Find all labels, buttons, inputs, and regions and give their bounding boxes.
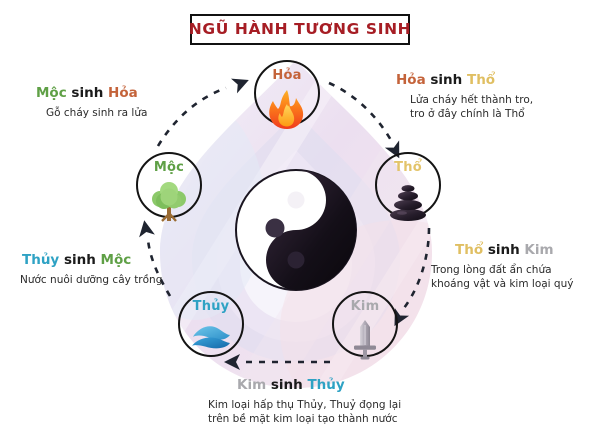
caption-body-line: Kim loại hấp thụ Thủy, Thuỷ đọng lại <box>208 398 402 411</box>
caption-tho-sinh-kim: Thổ sinh Kim Trong lòng đất ẩn chứa khoá… <box>431 242 573 291</box>
caption-heading: Kim sinh Thủy <box>237 377 401 394</box>
title-box: NGŨ HÀNH TƯƠNG SINH <box>188 14 412 45</box>
caption-body-line: Nước nuôi dưỡng cây trồng <box>20 273 163 286</box>
caption-heading: Thổ sinh Kim <box>455 242 573 259</box>
node-label-tho: Thổ <box>394 160 422 175</box>
caption-from-hoa: Hỏa <box>396 72 426 88</box>
arrowhead-thuy-to-moc <box>139 220 155 238</box>
water-wave-icon <box>192 326 230 349</box>
caption-heading: Mộc sinh Hỏa <box>36 85 147 102</box>
zen-stones-icon <box>390 185 426 221</box>
caption-thuy-sinh-moc: Thủy sinh Mộc Nước nuôi dưỡng cây trồng <box>20 252 162 287</box>
caption-from-tho: Thổ <box>455 242 484 258</box>
caption-body-line: Trong lòng đất ẩn chứa <box>431 263 552 276</box>
caption-kim-sinh-thuy: Kim sinh Thủy Kim loại hấp thụ Thủy, Thu… <box>208 377 401 426</box>
caption-connector: sinh <box>487 242 520 258</box>
caption-connector: sinh <box>430 72 463 88</box>
element-node-kim[interactable]: Kim <box>332 291 398 360</box>
page-title: NGŨ HÀNH TƯƠNG SINH <box>188 19 412 38</box>
caption-heading: Hỏa sinh Thổ <box>396 72 533 89</box>
caption-from-kim: Kim <box>237 377 267 393</box>
caption-connector: sinh <box>71 85 104 101</box>
caption-body-line: trên bề mặt kim loại tạo thành nước <box>208 412 398 425</box>
node-label-thuy: Thủy <box>192 299 230 314</box>
tree-icon <box>152 182 186 222</box>
arrow-thuy-to-moc-line <box>146 239 172 297</box>
arrow-hoa-to-tho-line <box>328 81 394 143</box>
node-label-kim: Kim <box>350 299 380 314</box>
arrowhead-kim-to-thuy <box>224 354 240 370</box>
element-node-thuy[interactable]: Thủy <box>178 291 244 357</box>
caption-heading: Thủy sinh Mộc <box>22 252 162 269</box>
caption-connector: sinh <box>270 377 303 393</box>
caption-connector: sinh <box>63 252 96 268</box>
caption-to-hoa: Hỏa <box>108 85 138 101</box>
caption-from-moc: Mộc <box>36 85 67 101</box>
caption-body-line: Gỗ cháy sinh ra lửa <box>46 106 148 119</box>
caption-to-moc: Mộc <box>100 252 132 268</box>
caption-body-line: khoáng vật và kim loại quý <box>431 277 574 290</box>
element-node-hoa[interactable]: Hỏa <box>254 60 320 129</box>
caption-body: Kim loại hấp thụ Thủy, Thuỷ đọng lại trê… <box>208 398 401 426</box>
yin-yang-symbol <box>235 169 357 291</box>
element-node-tho[interactable]: Thổ <box>375 152 441 221</box>
caption-body: Trong lòng đất ẩn chứa khoáng vật và kim… <box>431 263 573 291</box>
flame-icon <box>269 90 304 129</box>
caption-to-kim: Kim <box>524 242 554 258</box>
caption-hoa-sinh-tho: Hỏa sinh Thổ Lửa cháy hết thành tro, tro… <box>396 72 533 121</box>
node-label-moc: Mộc <box>153 160 185 175</box>
caption-body: Lửa cháy hết thành tro, tro ở đây chính … <box>410 93 533 121</box>
caption-from-thuy: Thủy <box>22 252 60 268</box>
caption-moc-sinh-hoa: Mộc sinh Hỏa Gỗ cháy sinh ra lửa <box>36 85 147 120</box>
sword-icon <box>354 320 376 360</box>
caption-body: Nước nuôi dưỡng cây trồng <box>20 273 162 287</box>
caption-to-thuy: Thủy <box>307 377 345 393</box>
caption-body-line: tro ở đây chính là Thổ <box>410 107 525 120</box>
caption-to-tho: Thổ <box>466 72 496 88</box>
caption-body-line: Lửa cháy hết thành tro, <box>410 93 534 106</box>
caption-body: Gỗ cháy sinh ra lửa <box>46 106 147 120</box>
arrowhead-moc-to-hoa <box>231 78 249 94</box>
arrowhead-tho-to-kim <box>394 308 410 327</box>
arrow-tho-to-kim-line <box>402 227 431 309</box>
node-label-hoa: Hỏa <box>272 68 302 83</box>
element-node-moc[interactable]: Mộc <box>136 152 202 222</box>
arrow-moc-to-hoa-line <box>156 86 227 147</box>
